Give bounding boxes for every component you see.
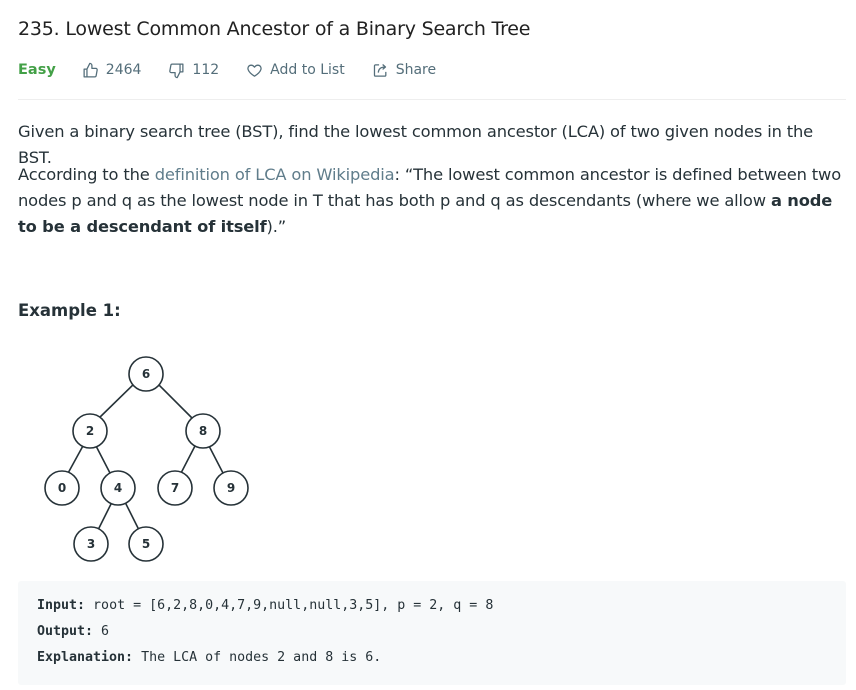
example-io-block: Input: root = [6,2,8,0,4,7,9,null,null,3… [18,581,846,685]
tree-edge [66,443,85,476]
share-icon [373,63,387,77]
tree-node-label: 5 [142,537,150,551]
like-button[interactable]: 2464 [82,62,142,79]
tree-node-label: 8 [199,424,207,438]
example-explanation-line: Explanation: The LCA of nodes 2 and 8 is… [37,648,827,674]
tree-node-label: 9 [227,481,235,495]
tree-node-label: 6 [142,367,150,381]
problem-meta-bar: Easy 2464 112 Add to List Share [18,59,463,81]
tree-node [157,470,193,506]
example-title: Example 1: [18,301,121,320]
tree-node [100,470,136,506]
tree-edge [153,379,195,421]
desc-bold-text: a node to be a descendant of itself [18,191,833,236]
explanation-label: Explanation: [37,650,134,665]
tree-node [185,413,221,449]
problem-title: 235. Lowest Common Ancestor of a Binary … [18,18,531,40]
tree-node-label: 2 [86,424,94,438]
thumbs-up-icon [83,62,98,78]
add-to-list-button[interactable]: Add to List [246,62,345,79]
dislike-count: 112 [192,62,220,78]
desc-text-segment: According to the [18,165,155,184]
thumbs-down-icon [169,62,184,78]
share-button[interactable]: Share [372,62,436,79]
tree-node-label: 3 [87,537,95,551]
input-value: root = [6,2,8,0,4,7,9,null,null,3,5], p … [85,598,494,613]
add-to-list-label: Add to List [270,62,345,78]
difficulty-badge: Easy [18,62,56,78]
dislike-button[interactable]: 112 [168,62,219,79]
tree-node-label: 4 [114,481,122,495]
example-input-line: Input: root = [6,2,8,0,4,7,9,null,null,3… [37,596,827,622]
description-paragraph-1: Given a binary search tree (BST), find t… [18,122,814,167]
tree-edge [179,443,197,476]
output-value: 6 [93,624,110,639]
header-divider [18,99,846,100]
tree-edge [94,443,112,476]
input-label: Input: [37,598,86,613]
wikipedia-lca-link[interactable]: definition of LCA on Wikipedia [154,165,395,184]
tree-node [128,526,164,562]
output-label: Output: [37,624,94,639]
tree-node [73,526,109,562]
tree-node [128,356,164,392]
desc-text-segment: ).” [266,217,287,236]
tree-edge [96,379,139,421]
tree-node [213,470,249,506]
tree-edge [97,499,114,531]
tree-edge [207,443,225,476]
description-paragraph-2: According to the definition of LCA on Wi… [18,162,848,240]
tree-node [44,470,80,506]
example-output-line: Output: 6 [37,622,827,648]
like-count: 2464 [105,62,142,78]
tree-node-label: 7 [171,481,179,495]
tree-edge [123,499,140,531]
tree-node [72,413,108,449]
bst-tree-diagram: 6 2 8 0 4 7 9 3 5 [44,356,249,562]
explanation-value: The LCA of nodes 2 and 8 is 6. [133,650,382,665]
share-label: Share [395,62,437,78]
tree-node-label: 0 [58,481,66,495]
heart-icon [247,64,262,77]
desc-text-segment: : “The lowest common ancestor is defined… [18,165,842,210]
